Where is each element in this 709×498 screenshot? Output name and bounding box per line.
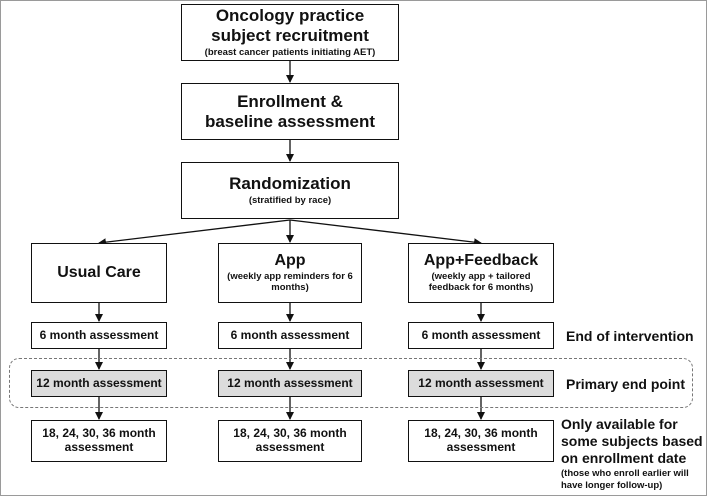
randomization-title: Randomization (229, 174, 351, 194)
arm-title: Usual Care (57, 263, 141, 281)
twelve-month-label: 12 month assessment (418, 375, 544, 390)
end-of-intervention-label: End of intervention (566, 328, 694, 344)
later-assessment-box: 18, 24, 30, 36 month assessment (408, 420, 554, 462)
arm-title: App+Feedback (423, 251, 539, 269)
enrollment-title-line1: Enrollment & (237, 91, 343, 111)
randomization-box: Randomization (stratified by race) (181, 162, 399, 219)
randomization-subtitle: (stratified by race) (248, 194, 332, 206)
arm-subtitle: (weekly app reminders for 6 months) (227, 271, 353, 294)
twelve-month-box: 12 month assessment (218, 370, 362, 397)
six-month-label: 6 month assessment (230, 327, 350, 342)
later-assessment-label: 18, 24, 30, 36 month assessment (424, 426, 538, 454)
arrow-random-feedback (289, 219, 482, 247)
arm-subtitle: (weekly app + tailored feedback for 6 mo… (428, 271, 534, 294)
arrow-random-usual (98, 219, 291, 247)
later-assessment-label: 18, 24, 30, 36 month assessment (42, 426, 156, 454)
only-available-label: Only available for some subjects based o… (561, 416, 705, 491)
primary-end-point-label: Primary end point (566, 376, 686, 392)
arm-title: App (274, 251, 306, 269)
arm-box-app: App (weekly app reminders for 6 months) (218, 243, 362, 303)
recruitment-box: Oncology practice subject recruitment (b… (181, 4, 399, 61)
recruitment-subtitle: (breast cancer patients initiating AET) (204, 46, 376, 58)
six-month-box: 6 month assessment (408, 322, 554, 349)
arm-box-app-feedback: App+Feedback (weekly app + tailored feed… (408, 243, 554, 303)
only-available-note: (those who enroll earlier will have long… (561, 468, 689, 491)
only-available-text: Only available for some subjects based o… (561, 416, 703, 466)
recruitment-title: Oncology practice subject recruitment (211, 6, 369, 46)
later-assessment-box: 18, 24, 30, 36 month assessment (218, 420, 362, 462)
twelve-month-label: 12 month assessment (227, 375, 353, 390)
six-month-label: 6 month assessment (39, 327, 159, 342)
enrollment-title-line2: baseline assessment (204, 111, 376, 131)
six-month-box: 6 month assessment (218, 322, 362, 349)
later-assessment-box: 18, 24, 30, 36 month assessment (31, 420, 167, 462)
twelve-month-box: 12 month assessment (31, 370, 167, 397)
later-assessment-label: 18, 24, 30, 36 month assessment (233, 426, 347, 454)
six-month-label: 6 month assessment (421, 327, 541, 342)
primary-end-point-region (9, 358, 693, 408)
twelve-month-label: 12 month assessment (36, 375, 162, 390)
twelve-month-box: 12 month assessment (408, 370, 554, 397)
six-month-box: 6 month assessment (31, 322, 167, 349)
enrollment-box: Enrollment & baseline assessment (181, 83, 399, 140)
arm-box-usual-care: Usual Care (31, 243, 167, 303)
